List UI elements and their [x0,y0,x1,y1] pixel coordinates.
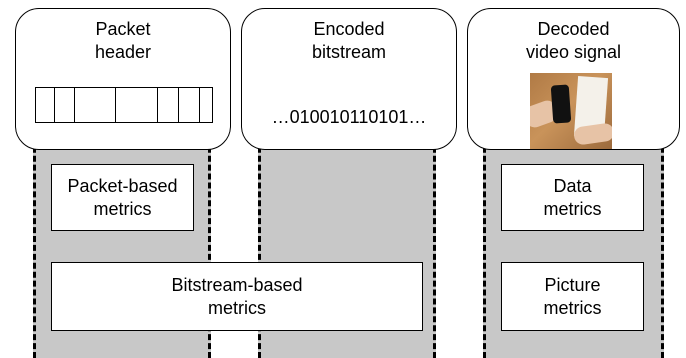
bitstream-column-left-dash [258,120,261,358]
packet-based-metrics-box: Packet-based metrics [51,164,194,231]
header-field [158,88,179,122]
picture-metrics-box: Picture metrics [501,262,644,331]
header-field [200,88,212,122]
bitstream-based-metrics-box: Bitstream-based metrics [51,262,423,331]
encoded-bitstream-title-line-1: Encoded [313,19,385,39]
packet-header-title: Packet header [16,18,230,64]
encoded-bitstream-title-line-2: bitstream [311,42,387,62]
packet-column-right-dash [208,120,211,358]
packet-header-fields [35,87,213,123]
bitstream-bits: …010010110101… [271,107,427,127]
decoded-video-box: Decoded video signal [467,8,680,150]
packet-header-title-line-1: Packet [95,19,151,39]
decoded-video-title-line-1: Decoded [537,19,610,39]
header-field [55,88,75,122]
bitstream-based-metrics-line-2: metrics [208,297,266,318]
packet-based-metrics-line-1: Packet-based [67,175,178,196]
data-metrics-line-2: metrics [543,198,602,219]
decoded-video-title-line-2: video signal [525,42,622,62]
video-column-right-dash [661,120,664,358]
encoded-bitstream-title: Encoded bitstream [242,18,456,64]
bitstream-based-metrics-line-1: Bitstream-based [171,274,303,295]
bitstream-column-right-dash [433,120,436,358]
packet-header-title-line-2: header [94,42,152,62]
header-field [36,88,55,122]
header-field [75,88,116,122]
packet-column-left-dash [33,120,36,358]
video-column-left-dash [483,120,486,358]
header-field [116,88,158,122]
picture-metrics-line-1: Picture [544,274,601,295]
packet-header-box: Packet header [15,8,231,150]
header-field [179,88,200,122]
decoded-video-title: Decoded video signal [468,18,679,64]
picture-metrics-line-2: metrics [543,297,602,318]
encoded-bitstream-box: Encoded bitstream …010010110101… [241,8,457,150]
video-frame-photo [530,73,612,149]
data-metrics-line-1: Data [553,175,592,196]
data-metrics-box: Data metrics [501,164,644,231]
phone-shape [550,84,572,124]
packet-based-metrics-line-2: metrics [93,198,152,219]
